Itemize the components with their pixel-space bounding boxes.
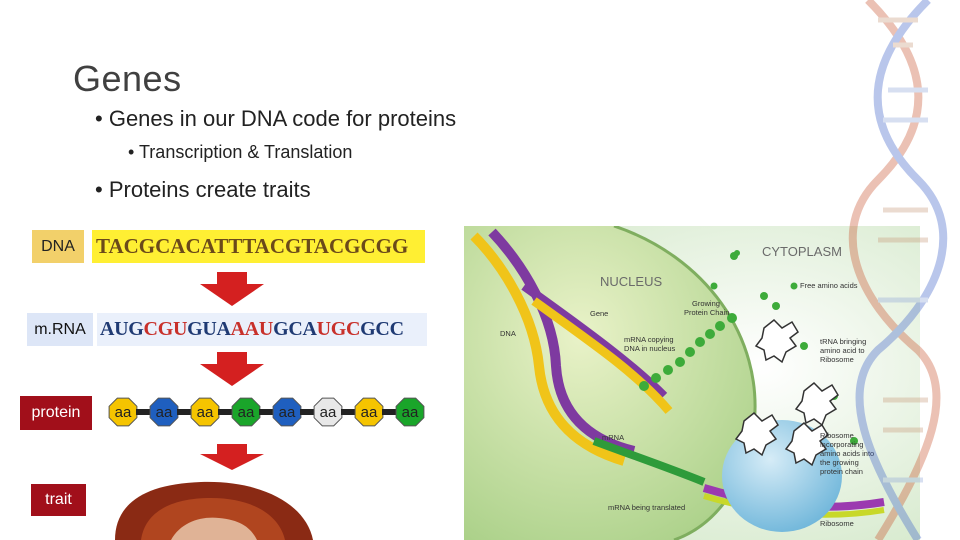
amino-acid-label: aa (197, 404, 214, 421)
peptide-bond (136, 409, 151, 415)
peptide-bond (300, 409, 315, 415)
process-arrows (200, 272, 264, 470)
amino-acid-label: aa (402, 404, 419, 421)
peptide-bond (341, 409, 356, 415)
mrna-figure-label: mRNA (602, 433, 624, 442)
codon: GCA (273, 318, 317, 340)
codon: AUG (100, 318, 144, 340)
amino-acid-octagon (149, 397, 179, 427)
amino-acid-label: aa (115, 404, 132, 421)
dna-strand (470, 228, 673, 466)
amino-acid-chain: aa aa aa aa aa aa aa aa (108, 397, 425, 427)
codon: CGU (143, 318, 188, 340)
dna-sequence: TACGCACATTTACGTACGCGG (92, 230, 425, 263)
amino-acid-octagon (272, 397, 302, 427)
decorative-dna-helix (848, 0, 948, 540)
amino-acid-octagon (108, 397, 138, 427)
peptide-bond (218, 409, 233, 415)
protein-synthesis-diagram: CYTOPLASM NUCLEUS Free amino acids Growi… (464, 226, 920, 540)
bullet-genes-code: • Genes in our DNA code for proteins (95, 106, 457, 131)
amino-acid-octagon (190, 397, 220, 427)
peptide-bond (259, 409, 274, 415)
amino-acid-octagon (231, 397, 261, 427)
arrow-down-icon (200, 272, 264, 306)
codon: GUA (187, 318, 231, 340)
ribosome-label: Ribosome (820, 519, 854, 528)
trait-label: trait (31, 484, 86, 516)
bullet-text: Transcription & Translation (138, 142, 353, 162)
peptide-bond (382, 409, 397, 415)
dna-figure-label: DNA (500, 329, 516, 338)
gene-label: Gene (590, 309, 608, 318)
arrow-down-icon (200, 352, 264, 386)
bullet-transcription: • Transcription & Translation (128, 142, 353, 162)
mrna-label: m.RNA (27, 313, 93, 346)
trna-molecules (734, 318, 839, 467)
arrow-down-icon (200, 444, 264, 470)
amino-acid-label: aa (279, 404, 296, 421)
free-amino-label: Free amino acids (800, 281, 858, 290)
amino-acid-label: aa (320, 404, 337, 421)
cytoplasm-label: CYTOPLASM (762, 244, 842, 259)
amino-acid-octagon (313, 397, 343, 427)
bullet-text: Genes in our DNA code for proteins (108, 106, 457, 131)
amino-acid-label: aa (361, 404, 378, 421)
bullet-proteins-traits: • Proteins create traits (95, 177, 311, 202)
mrna-strand (592, 437, 706, 486)
amino-acid-beads (639, 250, 858, 445)
peptide-bond (177, 409, 192, 415)
amino-acid-octagon (395, 397, 425, 427)
amino-acid-octagon (354, 397, 384, 427)
amino-acid-label: aa (156, 404, 173, 421)
amino-acid-label: aa (238, 404, 255, 421)
bullet-text: Proteins create traits (108, 177, 311, 202)
codon: GCC (360, 318, 404, 340)
codon: AAU (230, 318, 274, 340)
slide-title: Genes (73, 58, 182, 99)
codon: UGC (316, 318, 361, 340)
dna-label: DNA (32, 230, 84, 263)
mrna-translated-label: mRNA being translated (608, 503, 685, 512)
protein-label: protein (20, 396, 92, 430)
nucleus-label: NUCLEUS (600, 274, 662, 289)
trait-photo (101, 476, 325, 540)
